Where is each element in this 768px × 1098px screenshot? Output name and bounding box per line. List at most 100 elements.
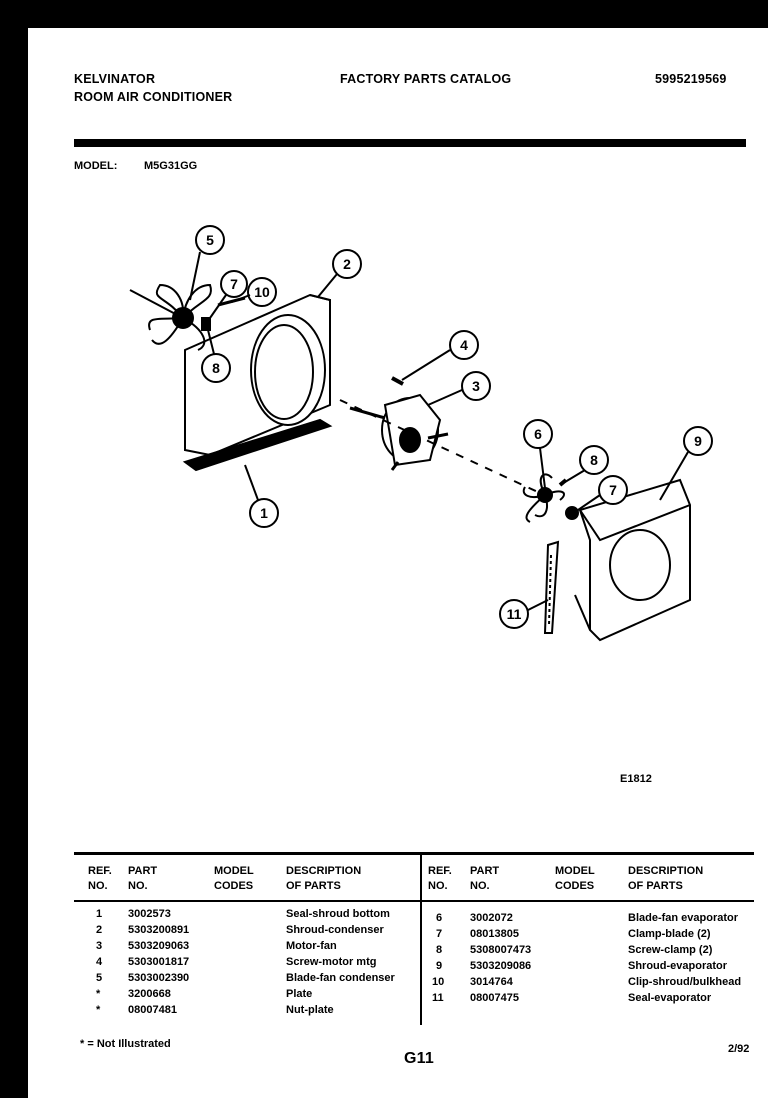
model-value: M5G31GG [144, 160, 198, 172]
row-part: 08007475 [470, 992, 519, 1004]
svg-text:9: 9 [694, 433, 702, 449]
row-desc: Screw-motor mtg [286, 956, 377, 968]
row-desc: Nut-plate [286, 1004, 334, 1016]
col-ref-header-right: REF. [428, 865, 452, 877]
row-desc: Plate [286, 988, 313, 1000]
callout-7b: 7 [577, 475, 628, 511]
row-desc: Shroud-condenser [286, 924, 384, 936]
svg-text:2: 2 [343, 256, 351, 272]
col-part-header: PART [128, 865, 158, 877]
callout-4: 4 [401, 330, 479, 381]
col-desc-header-right: DESCRIPTION [628, 865, 704, 877]
row-part: 3002072 [470, 912, 513, 924]
row-ref: 10 [432, 976, 445, 988]
row-part: 08013805 [470, 928, 519, 940]
row-desc: Seal-shroud bottom [286, 908, 390, 920]
svg-text:7: 7 [230, 276, 238, 292]
callout-5: 5 [189, 225, 225, 301]
row-ref: 7 [436, 928, 443, 940]
shroud-condenser-part [184, 293, 331, 457]
callout-2: 2 [317, 249, 362, 298]
row-part: 5303200891 [128, 924, 190, 936]
svg-text:1: 1 [260, 505, 268, 521]
row-part: 3014764 [470, 976, 513, 988]
product-name: ROOM AIR CONDITIONER [74, 90, 233, 104]
row-desc: Clamp-blade (2) [628, 928, 711, 940]
col-model-header-right: MODEL [555, 865, 595, 877]
row-ref: 8 [436, 944, 443, 956]
row-desc: Blade-fan condenser [286, 972, 395, 984]
svg-text:10: 10 [254, 284, 270, 300]
row-ref: 1 [96, 908, 103, 920]
col-desc-header-2: OF PARTS [286, 880, 341, 892]
callout-8b: 8 [564, 445, 609, 483]
table-header-rule [74, 900, 754, 902]
table-top-rule [74, 852, 754, 855]
table-divider [420, 855, 422, 1025]
seal-evaporator-part [543, 540, 560, 634]
seal-shroud-bottom-part [182, 418, 333, 472]
callout-7a: 7 [209, 270, 248, 319]
model-label: MODEL: [74, 160, 118, 172]
row-ref: 4 [96, 956, 103, 968]
row-desc: Motor-fan [286, 940, 337, 952]
catalog-number: 5995219569 [655, 72, 727, 86]
figure-code: E1812 [620, 773, 652, 785]
row-ref: 6 [436, 912, 443, 924]
callout-9: 9 [659, 426, 713, 501]
svg-text:8: 8 [212, 360, 220, 376]
header-rule [74, 139, 746, 147]
revision-date: 2/92 [728, 1043, 750, 1055]
row-part: 5308007473 [470, 944, 532, 956]
callout-1: 1 [244, 464, 279, 528]
col-ref-header: REF. [88, 865, 112, 877]
footnote: * = Not Illustrated [80, 1038, 171, 1050]
svg-text:7: 7 [609, 482, 617, 498]
svg-text:3: 3 [472, 378, 480, 394]
col-ref-header-right-2: NO. [428, 880, 448, 892]
row-ref: 11 [432, 992, 444, 1004]
col-desc-header-right-2: OF PARTS [628, 880, 683, 892]
row-desc: Blade-fan evaporator [628, 912, 739, 924]
row-ref: 9 [436, 960, 443, 972]
callout-3: 3 [427, 371, 491, 406]
brand-name: KELVINATOR [74, 72, 156, 86]
callout-8a: 8 [201, 329, 231, 383]
col-desc-header: DESCRIPTION [286, 865, 362, 877]
svg-text:8: 8 [590, 452, 598, 468]
row-part: 5303209086 [470, 960, 532, 972]
callout-6: 6 [523, 419, 553, 489]
col-part-header-right-2: NO. [470, 880, 490, 892]
row-part: 5303001817 [128, 956, 190, 968]
col-part-header-right: PART [470, 865, 500, 877]
condenser-fan-blade-part [129, 283, 212, 351]
row-ref: 3 [96, 940, 103, 952]
svg-text:5: 5 [206, 232, 214, 248]
catalog-title: FACTORY PARTS CATALOG [340, 72, 512, 86]
row-part: 5303209063 [128, 940, 190, 952]
row-ref: 2 [96, 924, 103, 936]
page-number: G11 [404, 1050, 434, 1067]
row-part: 08007481 [128, 1004, 177, 1016]
shroud-evaporator-part [574, 478, 691, 642]
row-ref: 5 [96, 972, 103, 984]
row-desc: Clip-shroud/bulkhead [628, 976, 742, 988]
row-part: 3002573 [128, 908, 171, 920]
row-part: 5303002390 [128, 972, 190, 984]
svg-text:4: 4 [460, 337, 468, 353]
row-desc: Screw-clamp (2) [628, 944, 713, 956]
row-ref: * [96, 1004, 101, 1016]
row-part: 3200668 [128, 988, 171, 1000]
col-model-header: MODEL [214, 865, 254, 877]
row-ref: * [96, 988, 101, 1000]
svg-text:6: 6 [534, 426, 542, 442]
row-desc: Seal-evaporator [628, 992, 712, 1004]
motor-fan-part [349, 393, 449, 471]
svg-text:11: 11 [507, 606, 522, 622]
row-desc: Shroud-evaporator [628, 960, 728, 972]
col-part-header-2: NO. [128, 880, 148, 892]
col-model-header-2: CODES [214, 880, 254, 892]
callout-11: 11 [499, 599, 549, 629]
col-ref-header-2: NO. [88, 880, 108, 892]
